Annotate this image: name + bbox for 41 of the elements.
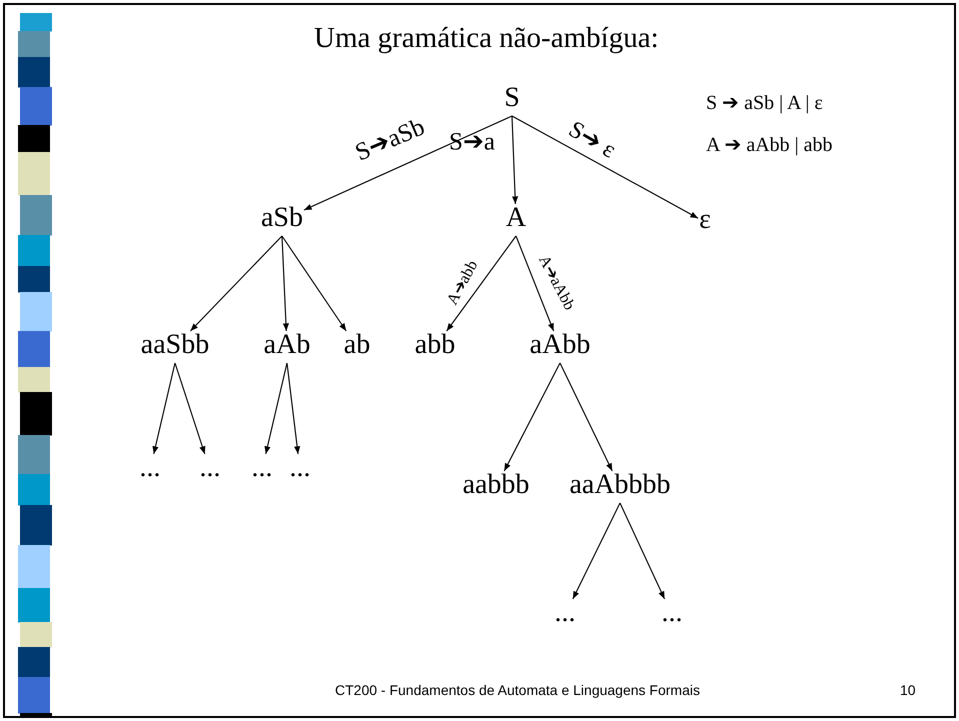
edge-label: S➔ ε bbox=[564, 117, 620, 163]
derivation-term: ... bbox=[660, 599, 684, 631]
footer-text: CT200 - Fundamentos de Automata e Linguagens Formais bbox=[335, 681, 700, 700]
grammar-rule: S ➔ aSb | A | ε bbox=[706, 91, 823, 116]
derivation-term: aaAbbbb bbox=[568, 471, 672, 503]
derivation-term: ... bbox=[250, 454, 274, 486]
arrow bbox=[190, 236, 282, 332]
arrow bbox=[281, 236, 289, 332]
arrow bbox=[515, 236, 554, 332]
derivation-term: ... bbox=[138, 454, 162, 486]
page-number: 10 bbox=[900, 681, 916, 700]
derivation-term: aabbb bbox=[462, 471, 530, 503]
derivation-term: A bbox=[504, 204, 528, 236]
edge-label: S➔aSb bbox=[352, 114, 428, 166]
arrow bbox=[264, 362, 288, 454]
derivation-term: aSb bbox=[260, 204, 304, 236]
arrow bbox=[572, 502, 620, 600]
derivation-term: S bbox=[503, 84, 521, 116]
arrow bbox=[304, 116, 512, 211]
arrow bbox=[446, 236, 516, 332]
derivation-term: ... bbox=[288, 454, 312, 486]
arrow bbox=[620, 502, 666, 600]
derivation-term: aAbb bbox=[528, 331, 592, 363]
derivation-term: ε bbox=[698, 206, 712, 238]
arrow bbox=[511, 116, 518, 204]
grammar-rule: A ➔ aAbb | abb bbox=[706, 133, 833, 158]
arrow bbox=[174, 362, 206, 454]
arrow bbox=[282, 236, 347, 332]
arrow bbox=[286, 362, 300, 454]
derivation-term: aaSbb bbox=[140, 331, 210, 363]
edge-label: S➔a bbox=[449, 130, 495, 154]
arrow bbox=[504, 362, 560, 472]
derivation-term: ... bbox=[198, 454, 222, 486]
derivation-term: ... bbox=[554, 599, 576, 631]
arrow bbox=[512, 116, 698, 219]
arrow bbox=[560, 362, 613, 472]
slide-title: Uma gramática não-ambígua: bbox=[314, 21, 659, 56]
derivation-term: aAb bbox=[262, 331, 312, 363]
derivation-term: ab bbox=[342, 331, 372, 363]
arrow bbox=[152, 362, 176, 454]
derivation-term: abb bbox=[414, 331, 456, 363]
